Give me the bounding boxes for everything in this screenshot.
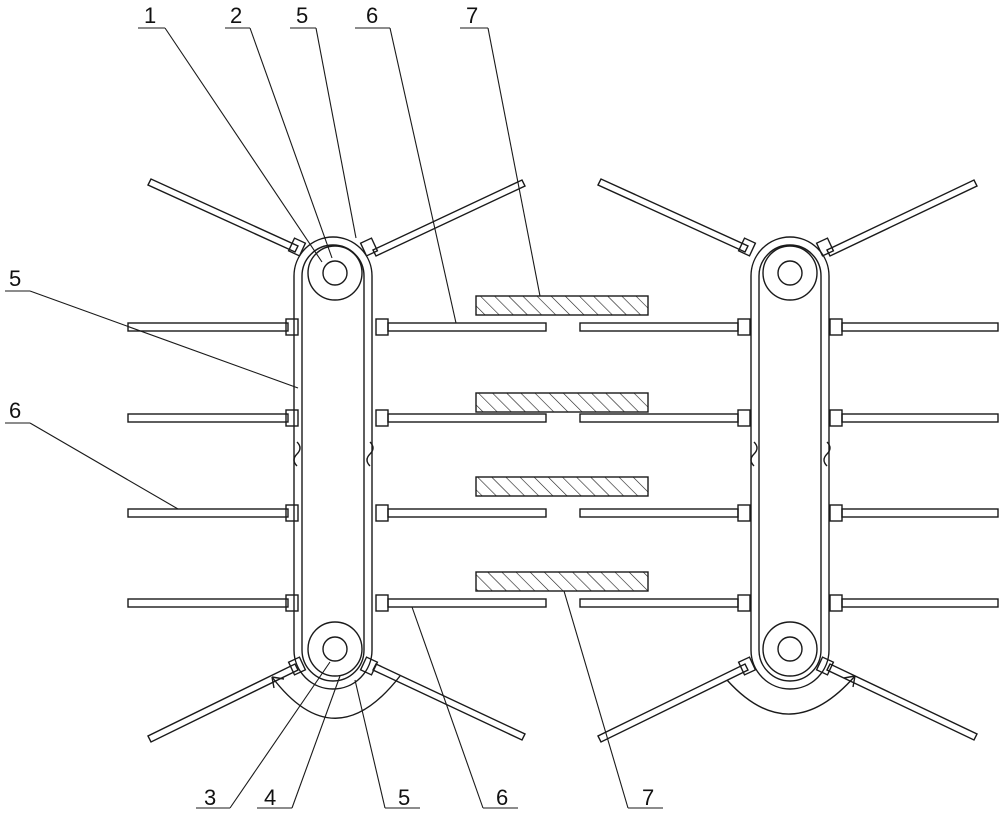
left-break-mark [294,442,373,466]
left-bottom-roller [308,622,362,676]
label-5-bottom: 5 [398,785,410,810]
left-belt-inner [302,245,364,681]
label-1: 1 [144,3,156,28]
label-5-top: 5 [296,3,308,28]
plate-2 [476,393,648,412]
plate-1 [476,296,648,315]
left-rotation-arrow [272,676,400,718]
left-belt-outer [294,237,372,689]
right-bottom-roller [763,622,817,676]
label-6-bottom: 6 [496,785,508,810]
right-belt-outer [751,237,829,689]
right-rotation-arrow [727,676,855,714]
right-conveyor-unit [580,179,998,742]
plate-4 [476,572,648,591]
right-break-mark [751,442,830,466]
label-4: 4 [264,785,276,810]
right-top-shaft [778,261,802,285]
left-bottom-shaft [323,637,347,661]
label-3: 3 [204,785,216,810]
right-top-roller [763,246,817,300]
label-6-left: 6 [9,398,21,423]
label-2: 2 [230,3,242,28]
plate-3 [476,477,648,496]
hatched-plates [476,296,648,591]
left-top-shaft [323,261,347,285]
leader-lines [5,28,663,808]
right-belt-inner [759,245,821,681]
label-7-top: 7 [466,3,478,28]
left-conveyor-unit [128,179,546,742]
right-bottom-shaft [778,637,802,661]
label-6-top: 6 [366,3,378,28]
label-5-left: 5 [9,266,21,291]
label-7-bottom: 7 [642,785,654,810]
